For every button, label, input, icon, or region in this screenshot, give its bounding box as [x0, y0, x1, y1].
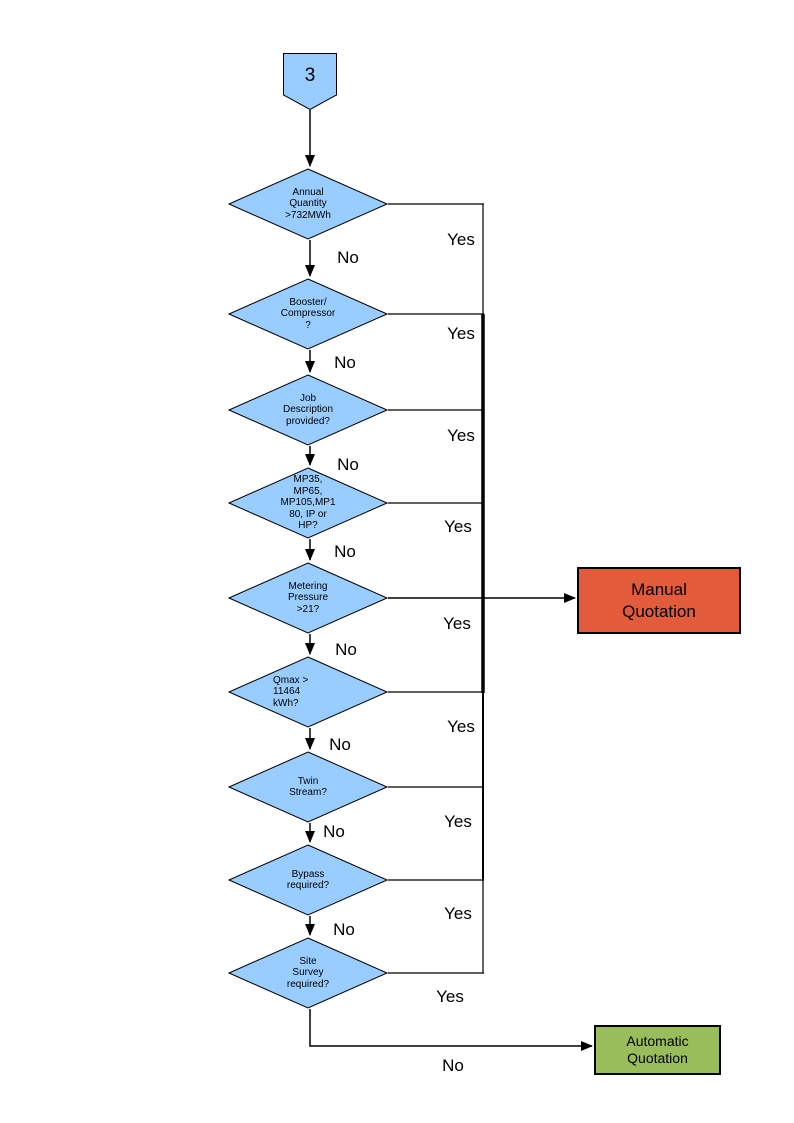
yes-label-qmax: Yes	[447, 717, 475, 736]
decision-site-survey: Site Survey required?	[228, 937, 388, 1009]
decision-label: Job Description provided?	[282, 392, 334, 427]
decision-label: Twin Stream?	[289, 775, 327, 799]
decision-label: Qmax > 11464 kWh?	[273, 674, 309, 709]
no-label-pressure-tier: No	[334, 542, 356, 561]
decision-pressure-tier: MP35, MP65, MP105,MP1 80, IP or HP?	[228, 467, 388, 539]
no-label-booster-compressor: No	[334, 353, 356, 372]
yes-label-pressure-tier: Yes	[444, 517, 472, 536]
decision-annual-quantity: Annual Quantity >732MWh	[228, 168, 388, 240]
yes-label-booster-compressor: Yes	[447, 324, 475, 343]
decision-booster-compressor: Booster/ Compressor ?	[228, 278, 388, 350]
yes-label-site-survey: Yes	[436, 987, 464, 1006]
automatic-arrow	[309, 1009, 593, 1051]
no-label-twin-stream: No	[323, 822, 345, 841]
no-label-job-description: No	[337, 455, 359, 474]
automatic-quotation-label: Automatic Quotation	[626, 1032, 689, 1067]
decision-label: Booster/ Compressor ?	[280, 296, 336, 331]
no-label-bypass: No	[333, 920, 355, 939]
no-label-metering-pressure: No	[335, 640, 357, 659]
no-label-site-survey: No	[442, 1056, 464, 1075]
decision-twin-stream: Twin Stream?	[228, 751, 388, 823]
decision-metering-pressure: Metering Pressure >21?	[228, 562, 388, 634]
off-page-connector-3: 3	[283, 53, 337, 110]
decision-label: Annual Quantity >732MWh	[285, 186, 331, 221]
decision-label: Bypass required?	[286, 868, 330, 892]
yes-feeder-lines	[388, 203, 484, 974]
decision-label: MP35, MP65, MP105,MP1 80, IP or HP?	[280, 474, 336, 532]
no-label-qmax: No	[329, 735, 351, 754]
off-page-connector-label: 3	[304, 65, 316, 86]
yes-label-annual-quantity: Yes	[447, 230, 475, 249]
decision-label: Site Survey required?	[286, 955, 330, 990]
yes-label-job-description: Yes	[447, 426, 475, 445]
yes-label-twin-stream: Yes	[444, 812, 472, 831]
manual-quotation-label: Manual Quotation	[622, 580, 696, 621]
no-label-annual-quantity: No	[337, 248, 359, 267]
automatic-quotation-box: Automatic Quotation	[594, 1025, 721, 1075]
manual-quotation-box: Manual Quotation	[577, 567, 741, 634]
decision-job-description: Job Description provided?	[228, 374, 388, 446]
decision-label: Metering Pressure >21?	[287, 580, 328, 615]
yes-label-bypass: Yes	[444, 904, 472, 923]
decision-qmax: Qmax > 11464 kWh?	[228, 656, 388, 728]
decision-bypass: Bypass required?	[228, 844, 388, 916]
yes-label-metering-pressure: Yes	[443, 614, 471, 633]
